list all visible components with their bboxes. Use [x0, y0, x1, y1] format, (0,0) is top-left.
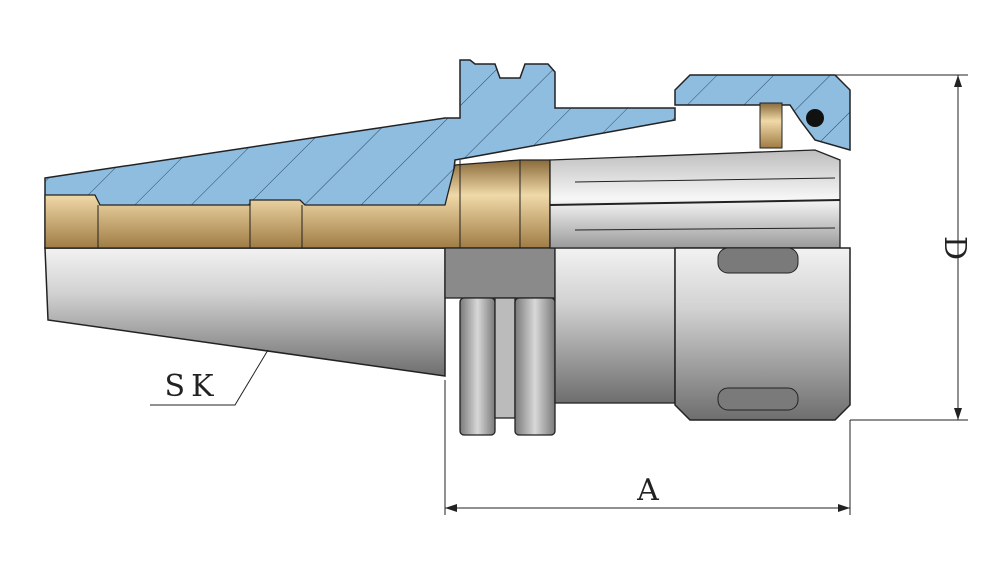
dimension-a: A: [444, 380, 851, 515]
flange: [444, 247, 556, 436]
dimension-a-label: A: [636, 473, 659, 508]
body: [554, 247, 676, 404]
collet-nut: [674, 74, 851, 421]
dimension-d-label: D: [937, 236, 972, 260]
taper-lower: [44, 247, 446, 377]
sk-callout: SK: [150, 349, 269, 406]
dimension-d: D: [835, 74, 972, 421]
sk-label: SK: [165, 369, 220, 404]
taper-section: [44, 59, 676, 249]
collet: [549, 149, 841, 249]
